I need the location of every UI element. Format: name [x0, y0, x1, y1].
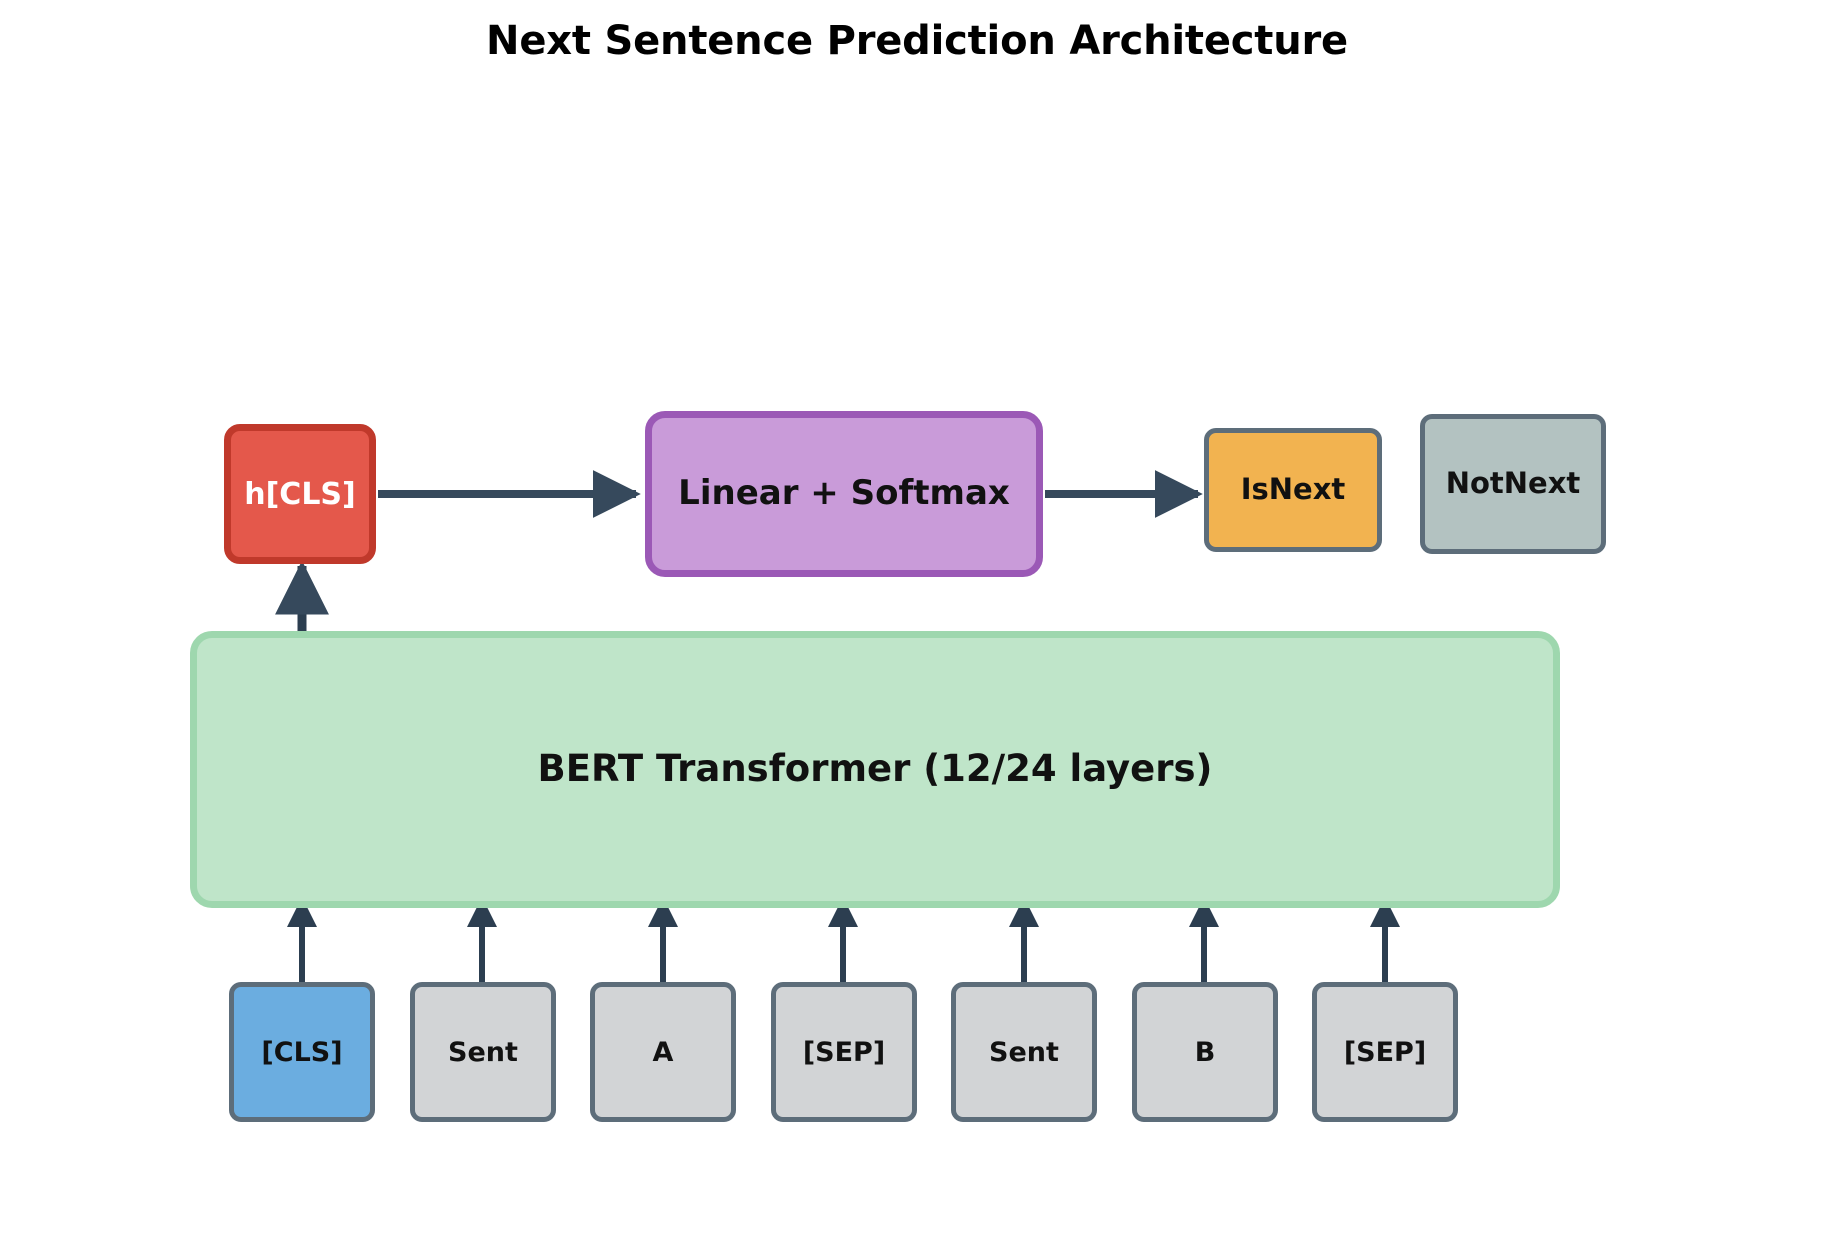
token-box-6[interactable]: [SEP] — [1312, 982, 1458, 1122]
node-isnext-label: IsNext — [1240, 472, 1346, 507]
node-hcls-label: h[CLS] — [244, 476, 356, 512]
token-box-4-label: Sent — [989, 1036, 1059, 1068]
token-box-3[interactable]: [SEP] — [771, 982, 917, 1122]
token-box-2-label: A — [652, 1036, 674, 1068]
token-box-5-label: B — [1194, 1036, 1216, 1068]
token-box-5[interactable]: B — [1132, 982, 1278, 1122]
node-notnext[interactable]: NotNext — [1420, 414, 1606, 554]
node-hcls[interactable]: h[CLS] — [224, 424, 376, 564]
node-bert-transformer-label: BERT Transformer (12/24 layers) — [537, 747, 1213, 791]
token-box-6-label: [SEP] — [1343, 1036, 1427, 1068]
node-isnext[interactable]: IsNext — [1204, 428, 1382, 552]
token-box-2[interactable]: A — [590, 982, 736, 1122]
page-title: Next Sentence Prediction Architecture — [486, 18, 1348, 64]
node-linear-softmax[interactable]: Linear + Softmax — [645, 411, 1043, 577]
token-box-3-label: [SEP] — [802, 1036, 886, 1068]
token-box-0-label: [CLS] — [261, 1036, 343, 1068]
token-box-1-label: Sent — [448, 1036, 518, 1068]
token-box-1[interactable]: Sent — [410, 982, 556, 1122]
node-linear-softmax-label: Linear + Softmax — [678, 473, 1010, 514]
node-notnext-label: NotNext — [1445, 466, 1581, 501]
token-box-0[interactable]: [CLS] — [229, 982, 375, 1122]
node-bert-transformer[interactable]: BERT Transformer (12/24 layers) — [190, 631, 1560, 908]
token-box-4[interactable]: Sent — [951, 982, 1097, 1122]
